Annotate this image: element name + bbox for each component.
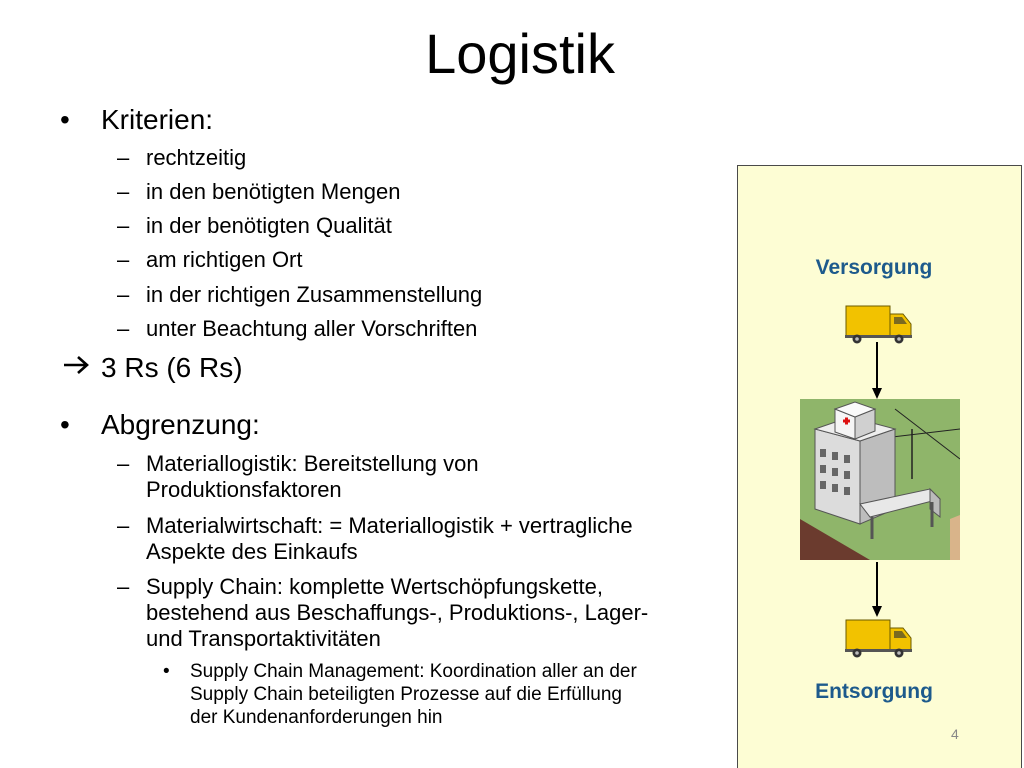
abgrenzung-line: Produktionsfaktoren [146,477,342,502]
dash: – [117,574,130,599]
abgrenzung-line: Aspekte des Einkaufs [146,539,358,564]
abgrenzung-line: Supply Chain: komplette Wertschöpfungske… [146,574,603,599]
dash: – [117,247,130,272]
dash: – [117,179,130,204]
rs-label: 3 Rs (6 Rs) [101,352,243,383]
truck-icon [845,619,912,658]
criteria-item: rechtzeitig [146,145,247,170]
sub-item-line: Supply Chain Management: Koordination al… [190,661,637,682]
abgrenzung-line: und Transportaktivitäten [146,626,381,651]
dash: – [117,145,130,170]
dash: – [117,316,130,341]
dash: – [117,451,130,476]
entsorgung-label: Entsorgung [815,680,933,703]
bullet-dot: • [163,661,170,682]
criteria-item: in den benötigten Mengen [146,179,401,204]
criteria-item: in der richtigen Zusammenstellung [146,282,483,307]
criteria-heading: Kriterien: [101,104,214,135]
versorgung-label: Versorgung [815,256,933,279]
arrow-right-icon [62,352,92,384]
abgrenzung-line: Materialwirtschaft: = Materiallogistik +… [146,513,633,538]
truck-icon [845,305,912,344]
hospital-icon [800,399,960,560]
sub-item-line: Supply Chain beteiligten Prozesse auf di… [190,684,622,705]
bullet-dot: • [60,409,70,440]
abgrenzung-line: bestehend aus Beschaffungs-, Produktions… [146,600,649,625]
dash: – [117,213,130,238]
page-number: 4 [951,726,959,742]
dash: – [117,513,130,538]
abgrenzung-line: Materiallogistik: Bereitstellung von [146,451,479,476]
criteria-item: in der benötigten Qualität [146,213,392,238]
sub-item-line: der Kundenanforderungen hin [190,707,443,728]
slide-title: Logistik [425,22,615,85]
dash: – [117,282,130,307]
arrow-down-icon [872,562,882,617]
abgrenzung-heading: Abgrenzung: [101,409,260,440]
criteria-item: am richtigen Ort [146,247,303,272]
arrow-down-icon [872,342,882,399]
criteria-item: unter Beachtung aller Vorschriften [146,316,478,341]
bullet-dot: • [60,104,70,135]
